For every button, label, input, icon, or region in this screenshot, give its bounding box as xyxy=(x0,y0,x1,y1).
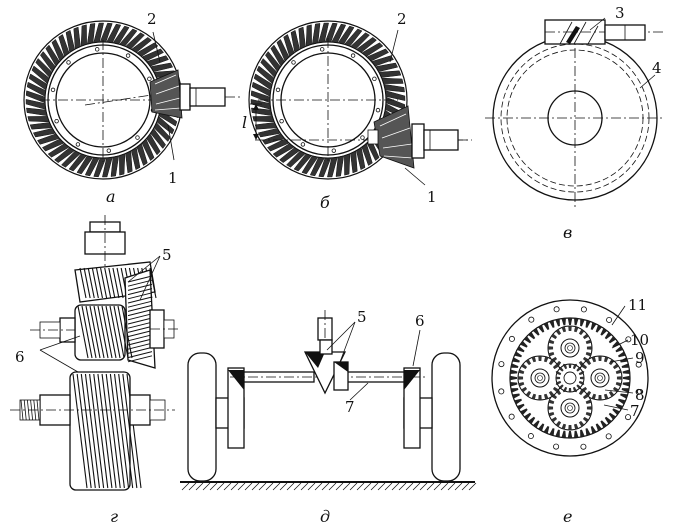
label-8: 8 xyxy=(635,386,645,404)
panel-v-worm-gear: 3 4 в xyxy=(485,4,665,242)
label-4: 4 xyxy=(652,59,662,77)
label-2-b: 2 xyxy=(397,10,407,28)
bolts-b xyxy=(275,47,381,153)
right-wheel xyxy=(431,352,461,482)
panel-e-planetary-gear: 11 10 9 8 7 е xyxy=(491,296,649,526)
label-3: 3 xyxy=(615,4,625,22)
pinion-shaft-b1 xyxy=(411,123,425,159)
label-2-a: 2 xyxy=(147,10,157,28)
label-11: 11 xyxy=(628,296,647,314)
panel-b-hypoid-gear: l 2 1 б xyxy=(242,10,472,212)
panel-d-drive-axle: 5 6 7 д xyxy=(180,308,477,526)
caption-a: а xyxy=(106,187,116,206)
pinion-shaft-b2 xyxy=(423,129,459,151)
label-5-g: 5 xyxy=(162,246,172,264)
offset-label: l xyxy=(242,113,247,132)
label-6-d: 6 xyxy=(415,312,425,330)
caption-d: д xyxy=(320,507,330,526)
sun-gear xyxy=(555,363,585,393)
pinion-shaft-a1 xyxy=(179,83,191,111)
label-7-e: 7 xyxy=(630,402,640,420)
caption-e: е xyxy=(563,507,572,526)
planet-gears xyxy=(517,325,623,431)
label-1-b: 1 xyxy=(427,188,437,206)
label-10: 10 xyxy=(630,331,649,349)
label-1-a: 1 xyxy=(168,169,178,187)
panel-g-helical-bevel-set: 5 6 г xyxy=(10,215,180,526)
housing-11 xyxy=(491,299,649,457)
bolts-a xyxy=(50,47,156,153)
label-7-d: 7 xyxy=(345,398,355,416)
caption-g: г xyxy=(110,507,118,526)
label-5-d: 5 xyxy=(357,308,367,326)
left-wheel xyxy=(187,352,217,482)
upper-helical-gear-g xyxy=(74,304,126,361)
panel-a-spiral-bevel-gear: 2 1 а xyxy=(23,10,240,206)
pinion-shaft-a2 xyxy=(189,87,226,107)
label-6-g: 6 xyxy=(15,348,25,366)
pinion-b xyxy=(373,105,415,169)
caption-b: б xyxy=(320,193,330,212)
label-9: 9 xyxy=(635,349,645,367)
caption-v: в xyxy=(563,223,572,242)
pinion-a xyxy=(149,69,183,119)
